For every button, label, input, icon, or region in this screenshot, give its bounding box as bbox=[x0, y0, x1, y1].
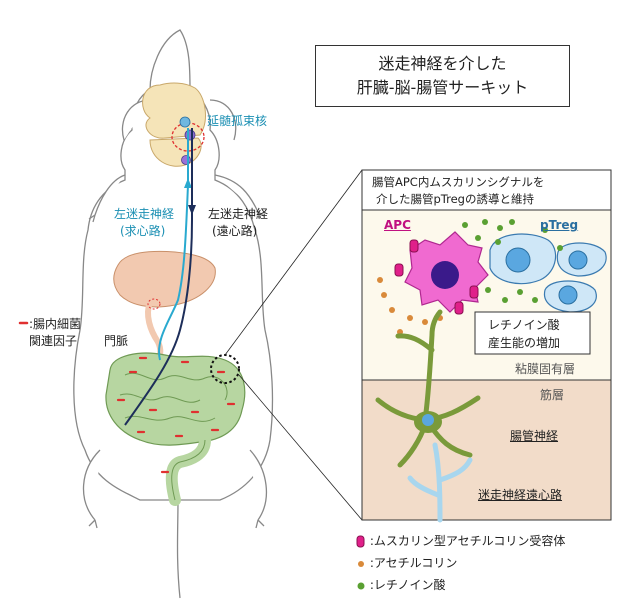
acetylcholine-dots bbox=[377, 277, 443, 335]
intestine-folds bbox=[119, 372, 228, 422]
afferent-arrow bbox=[184, 178, 192, 188]
vagal-efferent-label: 迷走神経遠心路 bbox=[478, 488, 563, 502]
right-ear bbox=[209, 99, 237, 141]
intestine-mass bbox=[105, 352, 246, 446]
left-front-paw bbox=[88, 174, 126, 223]
nucleus-dot-mid bbox=[184, 129, 196, 141]
panel-header-2: 介した腸管pTregの誘導と維持 bbox=[376, 192, 534, 206]
efferent-label-1: 左迷走神経 bbox=[208, 207, 269, 221]
nucleus-dot-lower bbox=[181, 155, 191, 165]
muscle-layer bbox=[361, 379, 612, 521]
apc-receptor bbox=[454, 301, 464, 315]
nucleus-label: 延髄孤束核 bbox=[207, 114, 268, 128]
nucleus-dot-upper bbox=[179, 116, 191, 128]
zoom-line-bottom bbox=[238, 374, 363, 521]
zoom-line-top bbox=[224, 169, 363, 356]
afferent-nerve bbox=[158, 128, 189, 361]
title-box: 迷走神経を介した 肝臓-脳-腸管サーキット bbox=[315, 45, 570, 107]
title-line2: 肝臓-脳-腸管サーキット bbox=[356, 78, 529, 97]
afferent-label-1: 左迷走神経 bbox=[114, 207, 175, 221]
vagal-efferent-fibers bbox=[407, 442, 473, 523]
cerebrum bbox=[142, 82, 206, 139]
portal-vein-circle bbox=[147, 298, 161, 310]
enteric-nerve-label: 腸管神経 bbox=[510, 429, 559, 443]
acetylcholine-dot-icon bbox=[358, 560, 364, 567]
intestine bbox=[105, 352, 246, 506]
muscle-layer-label: 筋層 bbox=[540, 388, 565, 402]
right-front-paw bbox=[214, 174, 265, 220]
legend-receptor-text: :ムスカリン型アセチルコリン受容体 bbox=[369, 534, 566, 548]
legend-retinoic-text: :レチノイン酸 bbox=[369, 578, 446, 592]
ptreg-label: pTreg bbox=[540, 218, 579, 232]
bacteria-label-1: :腸内細菌 bbox=[29, 317, 82, 331]
retinoic-acid-dots bbox=[462, 219, 563, 303]
afferent-label-2: (求心路) bbox=[120, 224, 166, 238]
retinoic-acid-dot-icon bbox=[357, 582, 365, 589]
bacteria-marks bbox=[116, 356, 236, 474]
ptreg-nucleus bbox=[568, 250, 588, 270]
apc-receptor bbox=[469, 285, 479, 299]
mouse-tail bbox=[176, 499, 181, 599]
legend-receptor: :ムスカリン型アセチルコリン受容体 bbox=[356, 532, 565, 549]
apc-receptor bbox=[409, 239, 419, 253]
enteric-neuron-nucleus bbox=[422, 414, 434, 426]
legend-retinoic: :レチノイン酸 bbox=[356, 576, 446, 593]
panel-header-1: 腸管APC内ムスカリンシグナルを bbox=[372, 175, 545, 189]
ptreg-nucleus bbox=[505, 247, 531, 273]
ptreg-nucleus bbox=[558, 285, 578, 305]
apc-nucleus bbox=[431, 261, 459, 289]
retinoic-box-line2: 産生能の増加 bbox=[488, 336, 561, 350]
receptor-icon bbox=[356, 535, 365, 547]
right-hind-leg bbox=[249, 449, 268, 529]
title-line1: 迷走神経を介した bbox=[378, 54, 507, 73]
efferent-arrow bbox=[188, 205, 196, 215]
efferent-nerve bbox=[124, 128, 193, 426]
legend-acetylcholine-text: :アセチルコリン bbox=[369, 556, 458, 570]
apc-cell bbox=[394, 231, 489, 315]
retinoic-box bbox=[474, 311, 591, 355]
lamina-propria-label: 粘膜固有層 bbox=[515, 362, 576, 376]
ptreg-cells bbox=[489, 233, 607, 313]
legend-acetylcholine: :アセチルコリン bbox=[356, 554, 457, 571]
retinoic-box-line1: レチノイン酸 bbox=[488, 318, 560, 332]
portal-vein-label: 門脈 bbox=[104, 334, 129, 348]
bacteria-label-2: 関連因子 bbox=[29, 334, 78, 348]
apc-receptor bbox=[394, 263, 404, 277]
panel-header-bg bbox=[361, 169, 612, 211]
efferent-label-2: (遠心路) bbox=[212, 224, 258, 238]
apc-label: APC bbox=[384, 218, 411, 232]
left-hind-leg bbox=[82, 449, 101, 529]
colon-outline bbox=[171, 439, 206, 501]
